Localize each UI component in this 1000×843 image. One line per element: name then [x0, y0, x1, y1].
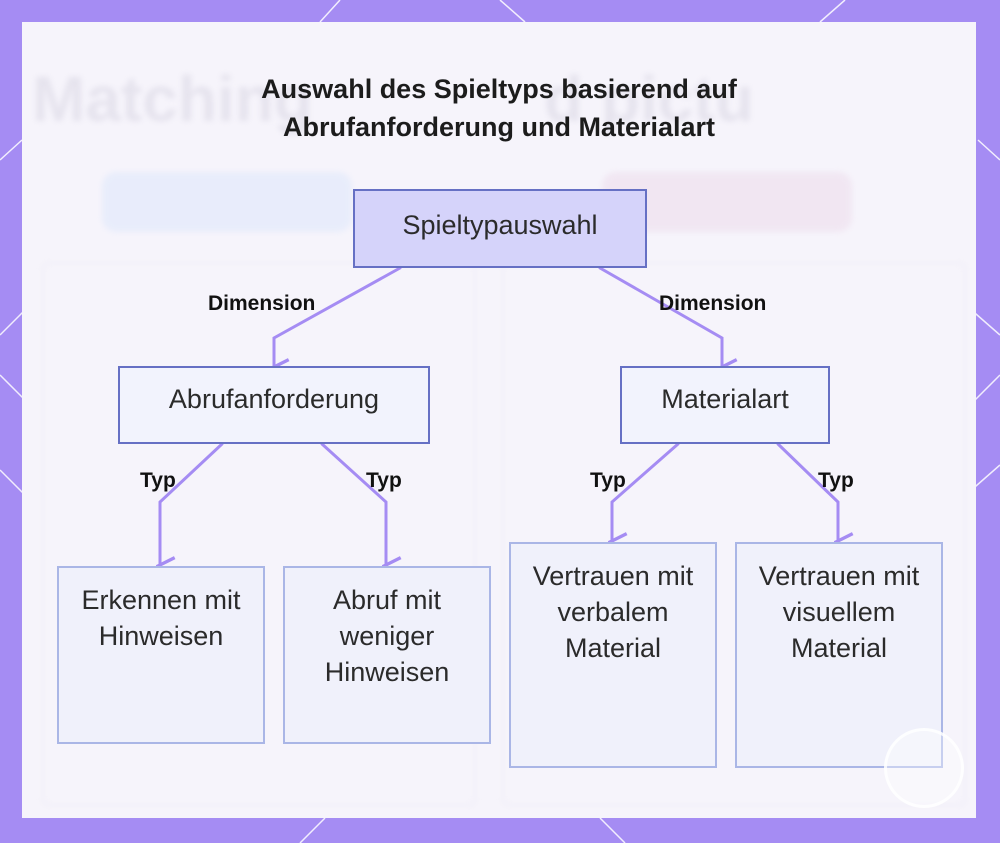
node-label: Vertrauen mit visuellem Material	[758, 561, 920, 663]
edge-label-typ-1: Typ	[140, 469, 176, 492]
node-spieltypauswahl: Spieltypauswahl	[353, 189, 647, 268]
node-label: Materialart	[661, 384, 789, 414]
background-ghost-text: Matching d pictu	[32, 63, 754, 135]
edge-material-visuell	[776, 442, 838, 542]
connector-lines	[22, 266, 976, 818]
edge-material-verbal	[612, 442, 680, 542]
background-ghost-card	[502, 262, 966, 806]
edge-abruf-erkennen	[160, 442, 224, 566]
edge-root-abruf	[274, 266, 402, 368]
node-erkennen-mit-hinweisen: Erkennen mit Hinweisen	[57, 566, 265, 744]
edge-label-dimension-right: Dimension	[659, 292, 767, 315]
node-label: Vertrauen mit verbalem Material	[532, 561, 694, 663]
edge-label-typ-2: Typ	[366, 469, 402, 492]
edge-label-dimension-left: Dimension	[208, 292, 316, 315]
edge-label-typ-3: Typ	[590, 469, 626, 492]
title-line-1: Auswahl des Spieltyps basierend auf	[261, 74, 737, 104]
node-vertrauen-verbal: Vertrauen mit verbalem Material	[509, 542, 717, 768]
node-abrufanforderung: Abrufanforderung	[118, 366, 430, 444]
node-materialart: Materialart	[620, 366, 830, 444]
edge-abruf-weniger	[320, 442, 386, 566]
node-label: Abrufanforderung	[168, 384, 380, 414]
node-label: Erkennen mit Hinweisen	[81, 585, 241, 651]
diagram-title: Auswahl des Spieltyps basierend auf Abru…	[22, 70, 976, 146]
node-label: Abruf mit weniger Hinweisen	[324, 585, 450, 687]
edge-label-typ-4: Typ	[818, 469, 854, 492]
background-ghost-card	[42, 262, 476, 806]
diagram-canvas: Matching d pictu Auswahl des Spieltyps b…	[22, 22, 976, 818]
node-label: Spieltypauswahl	[402, 210, 598, 240]
title-line-2: Abrufanforderung und Materialart	[282, 112, 715, 142]
node-abruf-mit-weniger-hinweisen: Abruf mit weniger Hinweisen	[283, 566, 491, 744]
background-ghost-button	[102, 172, 352, 232]
watermark-logo	[884, 728, 964, 808]
edge-root-material	[598, 266, 722, 368]
